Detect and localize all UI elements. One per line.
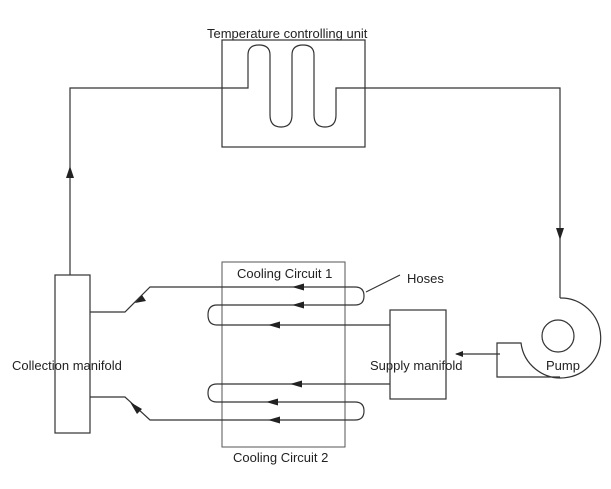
temperature-unit-label: Temperature controlling unit	[207, 26, 368, 41]
pump-label: Pump	[546, 358, 580, 373]
hoses-pointer	[365, 274, 401, 293]
circuit-2-arrow-middle	[266, 398, 278, 406]
circuit-2-tube	[90, 383, 390, 421]
pump-impeller	[541, 319, 575, 353]
temperature-unit-box	[221, 39, 366, 148]
hoses-label: Hoses	[407, 271, 444, 286]
pump	[496, 297, 602, 379]
supply-manifold-label: Supply manifold	[370, 358, 463, 373]
supply-line-arrow	[556, 228, 564, 240]
circuit-1-tube	[90, 286, 390, 326]
circuit-1-arrow-middle	[292, 301, 304, 309]
circuit-1-arrow-top	[292, 283, 304, 291]
circuit-1-arrow-bottom	[268, 321, 280, 329]
circuit-2-diagonal-arrow	[130, 402, 142, 414]
supply-manifold-box	[389, 309, 447, 400]
cooling-circuit-2-label: Cooling Circuit 2	[233, 450, 328, 465]
return-line	[69, 87, 222, 275]
circuit-2-arrow-bottom	[268, 416, 280, 424]
temperature-controlling-unit	[221, 39, 366, 148]
collection-manifold-label: Collection manifold	[12, 358, 122, 373]
cooling-circuit-frame	[221, 261, 346, 448]
cooling-circuit-1-label: Cooling Circuit 1	[237, 266, 332, 281]
collection-manifold-box	[54, 274, 91, 434]
temperature-unit-coil	[222, 44, 365, 128]
circuit-1-diagonal-arrow	[135, 295, 146, 303]
circuit-2-arrow-top	[290, 380, 302, 388]
return-line-arrow	[66, 166, 74, 178]
cooling-circuit-1-tubes	[90, 283, 390, 329]
supply-line	[365, 87, 561, 298]
pump-outlet-arrow	[455, 351, 463, 357]
pump-housing	[496, 297, 602, 379]
cooling-circuit-2-tubes	[90, 380, 390, 424]
